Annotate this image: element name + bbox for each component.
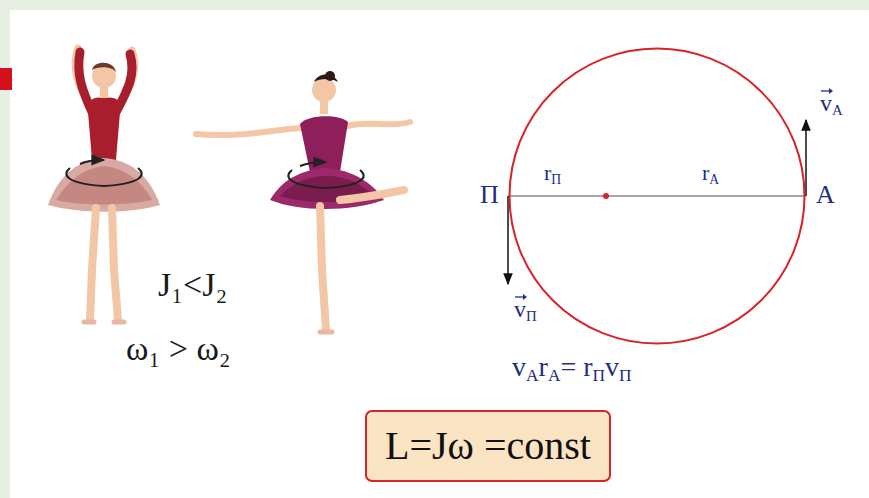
focus-dot [603,193,609,199]
vector-arrow [514,293,528,301]
omega-relation: ω₁ > ω₂ [126,330,231,367]
velocity-label: vП [514,296,537,325]
inertia-relation: J₁<J₂ [158,266,227,303]
orbit-outline [508,47,806,345]
point-label: П [480,181,499,210]
velocity-arrow [805,120,807,196]
vector-arrow [820,87,834,95]
point-label: А [816,181,835,210]
orbit-circle: rП rА [508,47,806,345]
radius-label: rА [702,161,719,187]
ballerina-figure [196,71,410,332]
kepler-equation: vАrА= rПvП [512,352,632,385]
velocity-arrow [507,196,509,284]
formula-text: L=Jω =const [385,424,591,468]
radius-label: rП [544,161,561,187]
accent-tab [0,68,12,90]
formula-box: L=Jω =const [365,410,611,482]
velocity-label: vА [820,90,843,119]
major-axis [508,195,806,197]
ballerina-figure [48,48,160,322]
